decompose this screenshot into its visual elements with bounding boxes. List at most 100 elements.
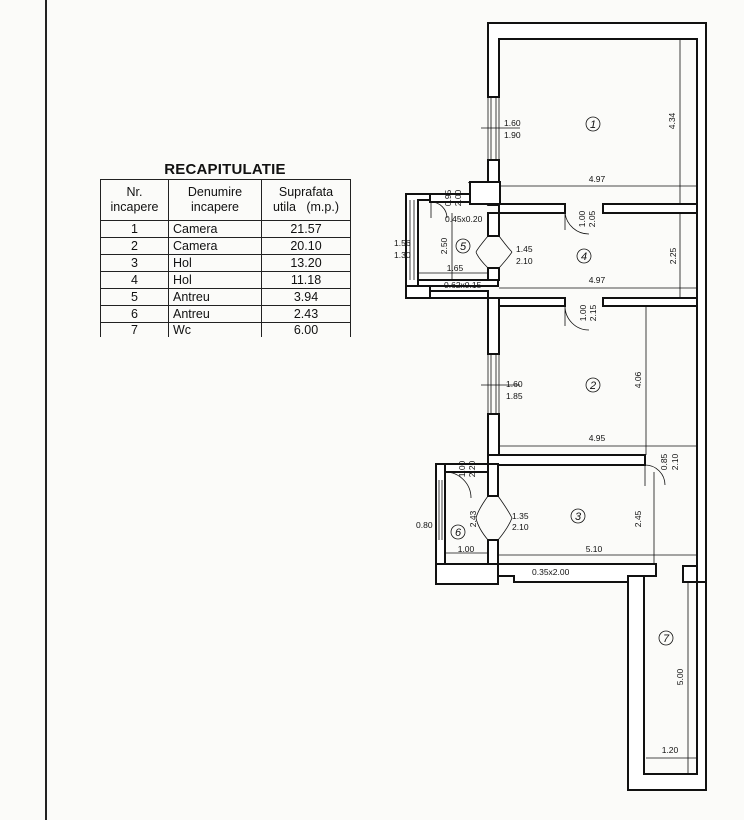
dim-small-door-bottom: 2.00 <box>453 189 463 206</box>
dim-niche-b: 0.62x0.15 <box>444 280 482 290</box>
dimension-labels: 4.97 4.34 1.60 1.90 4.97 2.25 1.00 2.05 … <box>394 112 685 755</box>
room-1-number: 1 <box>590 119 596 131</box>
room-3-marker <box>570 508 586 524</box>
page-margin-line <box>45 0 47 820</box>
cell-suprafata: 2.43 <box>261 305 351 323</box>
cell-suprafata: 3.94 <box>261 288 351 306</box>
window-r1 <box>487 97 500 160</box>
dim-r1-window-bottom: 1.90 <box>504 130 521 140</box>
dim-r2-height: 4.06 <box>633 371 643 388</box>
header-denumire-line2: incapere <box>191 200 239 214</box>
room-1-marker <box>585 116 601 132</box>
room-2-number: 2 <box>589 380 596 392</box>
walls <box>405 22 707 791</box>
window-r5 <box>405 200 419 280</box>
dim-r5-window-bottom: 1.30 <box>394 250 411 260</box>
door-r6-r3 <box>475 495 513 541</box>
dim-r4-width: 4.97 <box>589 275 606 285</box>
dim-r3-width: 5.10 <box>586 544 603 554</box>
windows <box>405 97 500 540</box>
header-denumire-line1: Denumire <box>187 185 243 199</box>
dim-r5-door-bottom: 2.10 <box>516 256 533 266</box>
room-6-number: 6 <box>455 527 462 539</box>
cell-denumire: Camera <box>168 220 262 238</box>
dim-r7-door-top: 0.85 <box>659 453 669 470</box>
cell-denumire: Camera <box>168 237 262 255</box>
outer-wall-left-r1 <box>487 159 500 184</box>
wall-r2-r3-left <box>487 454 646 466</box>
door-r5-r4 <box>475 235 513 269</box>
cell-denumire: Hol <box>168 254 262 272</box>
dim-r2-door-top: 1.00 <box>578 304 588 321</box>
dim-r2-door-bottom: 2.15 <box>588 304 598 321</box>
room-4-number: 4 <box>581 251 587 263</box>
dim-r6-window: 0.80 <box>416 520 433 530</box>
door-r4-r2 <box>564 305 590 331</box>
dim-r1-height: 4.34 <box>667 112 677 129</box>
header-suprafata-line2: utila (m.p.) <box>273 200 339 214</box>
dim-r3-height: 2.45 <box>633 510 643 527</box>
room-3-number: 3 <box>575 511 582 523</box>
wall-r1-r4-right <box>602 203 698 214</box>
window-r2 <box>487 354 500 414</box>
cell-suprafata: 21.57 <box>261 220 351 238</box>
dim-r3-door-bottom: 2.10 <box>512 522 529 532</box>
dim-niche-a: 0.45x0.20 <box>445 214 483 224</box>
room-7-number: 7 <box>663 633 670 645</box>
dim-r6-width: 1.00 <box>458 544 475 554</box>
dim-r2-window-bottom: 1.85 <box>506 391 523 401</box>
dim-r7-height: 5.00 <box>675 668 685 685</box>
cell-suprafata: 20.10 <box>261 237 351 255</box>
door-r6 <box>444 471 472 499</box>
dim-r5-window-top: 1.56 <box>394 238 411 248</box>
wall-r5-r2-sill <box>429 290 489 299</box>
room-6-marker <box>450 524 466 540</box>
dim-r7-door-bottom: 2.10 <box>670 453 680 470</box>
wall-r6-r3-upper <box>487 463 499 497</box>
door-r1-r4 <box>564 212 590 235</box>
wall-r4-r2-left <box>498 297 566 307</box>
dim-r1-window-top: 1.60 <box>504 118 521 128</box>
dim-small-door-top: 0.95 <box>443 189 453 206</box>
dim-r5-door-top: 1.45 <box>516 244 533 254</box>
dim-r5-width: 1.65 <box>447 263 464 273</box>
dim-r1-width: 4.97 <box>589 174 606 184</box>
outer-wall-top-block <box>487 22 707 583</box>
doors <box>430 201 666 541</box>
door-small <box>430 201 448 219</box>
room-labels: 1 2 3 4 5 6 7 <box>450 116 674 646</box>
header-nr-line1: Nr. <box>126 185 143 199</box>
wall-r4-r2-right <box>602 297 698 307</box>
header-nr-line2: incapere <box>110 200 159 214</box>
wall-r1-r4-left <box>498 203 566 214</box>
wall-r5-bottom <box>417 279 499 287</box>
wall-r6-r3-lower <box>487 539 499 565</box>
header-suprafata-line1: Suprafata <box>278 185 334 199</box>
dimension-lines <box>418 39 697 774</box>
cell-denumire: Wc <box>168 322 262 337</box>
wall-r5-r4-lower <box>487 267 500 281</box>
cell-denumire: Antreu <box>168 305 262 323</box>
dim-r7-width: 1.20 <box>662 745 679 755</box>
room-5-number: 5 <box>460 241 467 253</box>
dim-niche-c: 0.35x2.00 <box>532 567 570 577</box>
room-2-marker <box>585 377 601 393</box>
cell-suprafata: 6.00 <box>261 322 351 337</box>
cell-denumire: Antreu <box>168 288 262 306</box>
dim-r5-height: 2.50 <box>439 237 449 254</box>
wall-r6-bottom <box>435 563 499 585</box>
wall-r7-top-right <box>682 565 698 583</box>
dim-r2-window-top: 1.60 <box>506 379 523 389</box>
room-7-marker <box>658 630 674 646</box>
